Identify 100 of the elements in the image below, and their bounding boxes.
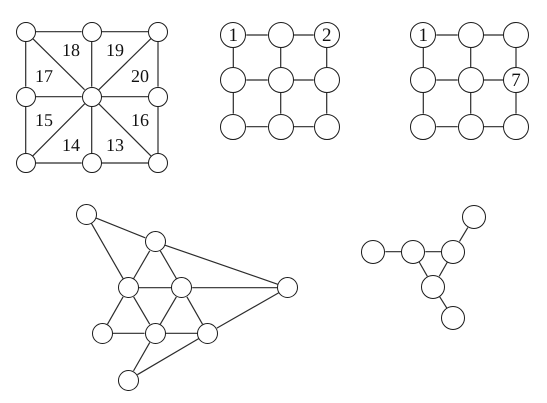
graph-vertex bbox=[410, 114, 436, 140]
labeled-vertex: 2 bbox=[314, 22, 340, 48]
graph-vertex bbox=[421, 274, 446, 299]
edge-line bbox=[438, 262, 448, 277]
edge-line bbox=[436, 34, 458, 36]
edge-line bbox=[515, 48, 517, 67]
graph-vertex bbox=[118, 277, 139, 298]
edge-line bbox=[32, 103, 86, 156]
edge-line bbox=[98, 38, 152, 90]
edge-line bbox=[280, 93, 282, 114]
graph-vertex bbox=[462, 205, 486, 230]
face-number: 13 bbox=[106, 136, 124, 154]
edge-line bbox=[484, 34, 503, 36]
edge-line bbox=[436, 79, 458, 81]
edge-line bbox=[294, 34, 314, 36]
edge-line bbox=[484, 126, 503, 128]
edge-line bbox=[439, 296, 448, 308]
labeled-vertex: 7 bbox=[503, 67, 529, 93]
edge-line bbox=[280, 48, 282, 67]
labeled-vertex: 1 bbox=[220, 22, 246, 48]
edge-line bbox=[425, 251, 442, 252]
graph-vertex bbox=[361, 240, 386, 264]
edge-line bbox=[326, 48, 328, 67]
edge-line bbox=[157, 42, 159, 87]
graph-vertex bbox=[220, 67, 246, 93]
graph-vertex bbox=[277, 277, 298, 298]
edge-line bbox=[138, 287, 172, 288]
edge-line bbox=[102, 31, 148, 32]
edge-line bbox=[36, 96, 82, 98]
graph-vertex bbox=[458, 67, 484, 93]
graph-vertex bbox=[220, 114, 246, 140]
face-number: 15 bbox=[35, 111, 53, 129]
edge-line bbox=[484, 79, 503, 81]
edge-line bbox=[160, 296, 177, 325]
edge-line bbox=[164, 244, 278, 285]
edge-line bbox=[106, 296, 124, 324]
edge-line bbox=[232, 48, 234, 67]
graph-vertex bbox=[268, 114, 294, 140]
graph-vertex bbox=[16, 153, 36, 173]
edge-line bbox=[166, 332, 198, 334]
edge-line bbox=[418, 262, 428, 277]
graph-vertex bbox=[82, 22, 102, 42]
edge-line bbox=[91, 106, 92, 153]
graph-vertex bbox=[314, 67, 340, 93]
edge-line bbox=[232, 93, 234, 114]
edge-line bbox=[294, 79, 314, 81]
face-number: 17 bbox=[35, 67, 53, 85]
edge-line bbox=[294, 126, 314, 128]
edge-line bbox=[422, 93, 424, 114]
graph-vertex bbox=[92, 322, 113, 344]
graph-vertex bbox=[458, 22, 484, 48]
graph-vertex bbox=[118, 370, 139, 390]
graph-vertex bbox=[76, 204, 96, 224]
edge-line bbox=[91, 42, 92, 87]
graph-vertex bbox=[144, 231, 166, 252]
edge-line bbox=[246, 34, 268, 36]
graph-vertex bbox=[268, 22, 294, 48]
edge-line bbox=[160, 250, 177, 279]
edge-line bbox=[515, 93, 517, 114]
face-number: 20 bbox=[131, 67, 149, 85]
face-number: 14 bbox=[62, 136, 80, 154]
edge-line bbox=[470, 48, 472, 67]
graph-vertex bbox=[401, 240, 426, 264]
edge-line bbox=[246, 126, 268, 128]
graph-vertex bbox=[171, 277, 192, 298]
edge-line bbox=[157, 106, 159, 153]
edge-line bbox=[132, 342, 150, 372]
edge-line bbox=[186, 296, 204, 324]
face-number: 19 bbox=[106, 41, 124, 59]
edge-line bbox=[216, 292, 279, 329]
graph-vertex bbox=[82, 86, 102, 107]
face-number: 16 bbox=[131, 111, 149, 129]
graph-vertex bbox=[82, 153, 102, 173]
edge-line bbox=[25, 42, 26, 87]
graph-vertex bbox=[503, 114, 529, 140]
edge-line bbox=[90, 222, 124, 279]
graph-vertex bbox=[16, 22, 36, 42]
edge-line bbox=[36, 162, 82, 164]
graph-vertex bbox=[268, 67, 294, 93]
edge-line bbox=[192, 287, 278, 288]
edge-line bbox=[36, 31, 82, 32]
edge-line bbox=[458, 227, 468, 242]
edge-line bbox=[102, 162, 148, 164]
edge-line bbox=[98, 103, 152, 156]
graph-vertex bbox=[410, 67, 436, 93]
edge-line bbox=[436, 126, 458, 128]
edge-line bbox=[102, 96, 148, 98]
edge-line bbox=[25, 106, 26, 153]
graph-vertex bbox=[458, 114, 484, 140]
edge-line bbox=[133, 296, 150, 325]
graph-vertex bbox=[441, 306, 466, 330]
edge-line bbox=[133, 250, 150, 279]
graph-vertex bbox=[441, 240, 466, 264]
labeled-vertex: 1 bbox=[410, 22, 436, 48]
edge-line bbox=[470, 93, 472, 114]
edge-line bbox=[32, 38, 85, 90]
graph-vertex bbox=[144, 322, 166, 344]
graph-vertex bbox=[314, 114, 340, 140]
edge-line bbox=[137, 338, 199, 376]
graph-vertex bbox=[503, 22, 529, 48]
